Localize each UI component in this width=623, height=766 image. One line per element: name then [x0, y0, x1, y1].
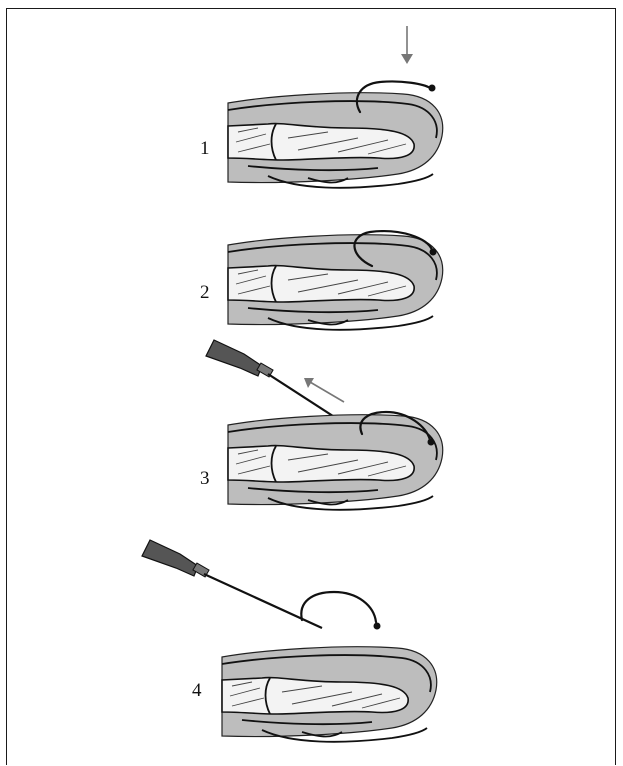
- step-number-4: 4: [192, 680, 202, 701]
- needle-4: [142, 540, 322, 628]
- step-4: 4: [142, 540, 437, 742]
- fishhook-4-removed: [301, 592, 376, 622]
- finger-1: [228, 93, 443, 188]
- down-arrow-head: [401, 54, 413, 64]
- withdraw-arrow: [310, 382, 344, 402]
- step-number-1: 1: [200, 138, 210, 159]
- finger-4: [222, 647, 437, 742]
- step-2: 2: [200, 231, 443, 330]
- step-3: 3: [200, 340, 443, 510]
- step-1: 1: [200, 26, 443, 188]
- step-number-3: 3: [200, 468, 210, 489]
- finger-3: [228, 415, 443, 510]
- finger-2: [228, 235, 443, 330]
- step-number-2: 2: [200, 282, 210, 303]
